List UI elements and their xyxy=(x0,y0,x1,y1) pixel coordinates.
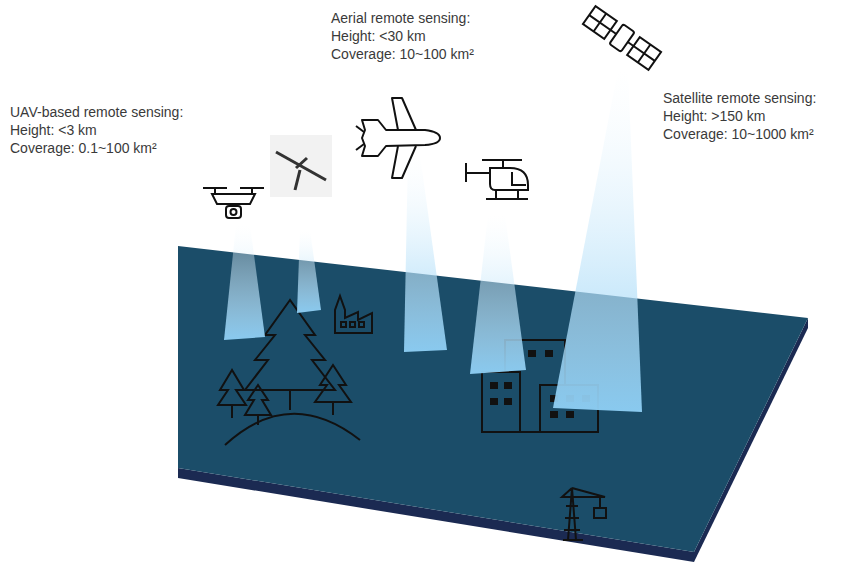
platform-title: Aerial remote sensing: xyxy=(331,9,470,27)
satellite xyxy=(582,5,661,71)
sensing-beams xyxy=(224,70,642,412)
helicopter xyxy=(466,160,528,199)
platform-title: Satellite remote sensing: xyxy=(663,89,816,107)
uav-photo xyxy=(270,135,332,197)
drone xyxy=(203,188,264,218)
spec-line: Height: <30 km xyxy=(331,27,426,45)
platform-title: UAV-based remote sensing: xyxy=(10,103,183,121)
spec-line: Height: >150 km xyxy=(663,107,765,125)
spec-line: Coverage: 10~100 km² xyxy=(331,45,474,63)
spec-line: Height: <3 km xyxy=(10,121,97,139)
glider xyxy=(276,152,326,190)
spec-line: Coverage: 10~1000 km² xyxy=(663,125,814,143)
spec-line: Coverage: 0.1~100 km² xyxy=(10,139,157,157)
airplane xyxy=(356,98,440,178)
factory xyxy=(335,296,372,333)
crane xyxy=(562,488,606,540)
